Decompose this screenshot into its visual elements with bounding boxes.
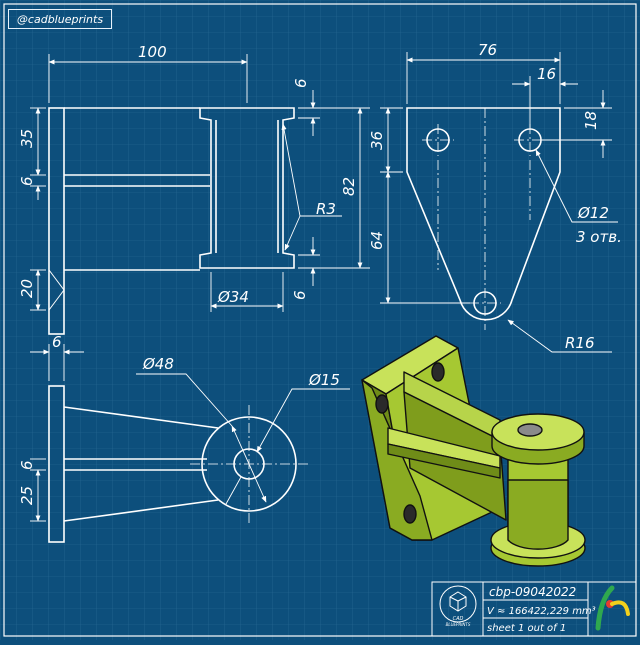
middle-web-side bbox=[387, 443, 501, 479]
dim-r16: R16 bbox=[565, 334, 595, 352]
dim-82: 82 bbox=[340, 177, 358, 196]
boss-outline bbox=[199, 107, 295, 269]
side-dim-text: 76 16 18 36 64 Ø12 3 отв. R16 bbox=[368, 41, 622, 352]
dim-6-rib: 6 bbox=[18, 176, 36, 186]
dim-36: 36 bbox=[368, 131, 386, 150]
leader-phi48 bbox=[136, 373, 233, 427]
dim-100: 100 bbox=[138, 43, 167, 61]
dim-r3: R3 bbox=[316, 200, 336, 218]
dim-line-phi48 bbox=[231, 425, 267, 503]
dim-16: 16 bbox=[537, 65, 556, 83]
boss-outer-circle bbox=[201, 416, 297, 512]
center-lines bbox=[422, 108, 546, 330]
brand-stroke-green bbox=[595, 585, 615, 631]
leader-phi15 bbox=[256, 388, 350, 453]
dim-20: 20 bbox=[18, 279, 36, 298]
leader-phi12 bbox=[535, 149, 618, 223]
leader-phi15-b bbox=[225, 476, 242, 505]
dim-6-plate: 6 bbox=[52, 333, 62, 351]
logo-text-1: CAD bbox=[453, 616, 464, 622]
volume: V ≈ 166422,229 mm³ bbox=[487, 606, 596, 617]
bore-hole bbox=[517, 423, 543, 437]
dim-76: 76 bbox=[478, 41, 497, 59]
logo-ring bbox=[439, 585, 477, 623]
iso-hole-1 bbox=[375, 394, 389, 414]
isometric-part bbox=[361, 335, 586, 567]
plate-edge bbox=[361, 379, 433, 541]
title-block bbox=[431, 581, 637, 637]
dim-phi48: Ø48 bbox=[142, 355, 174, 373]
brand-stroke-yellow bbox=[610, 600, 630, 616]
logo-text-2: BLUEPRINTS bbox=[446, 622, 471, 627]
dim-6-bottom: 6 bbox=[291, 290, 309, 300]
dim-64: 64 bbox=[368, 231, 386, 250]
sheet-number: sheet 1 out of 1 bbox=[487, 623, 566, 634]
brand-mark bbox=[595, 585, 630, 631]
front-dim-text: 100 6 6 82 35 6 20 R3 Ø34 bbox=[18, 43, 358, 306]
title-block-frame bbox=[431, 581, 637, 637]
dim-6-web: 6 bbox=[18, 460, 36, 470]
iso-hole-2 bbox=[431, 362, 445, 382]
rib-line-bottom bbox=[63, 499, 219, 522]
leader-r3-b bbox=[284, 215, 301, 251]
boss-shadow bbox=[507, 479, 569, 550]
top-plate bbox=[48, 385, 65, 543]
leader-r16 bbox=[507, 319, 612, 353]
front-view bbox=[48, 107, 295, 335]
dim-25: 25 bbox=[18, 486, 36, 505]
title-block-text: CAD BLUEPRINTS cbp-09042022 V ≈ 166422,2… bbox=[446, 585, 596, 634]
dim-35: 35 bbox=[18, 129, 36, 148]
dim-phi15: Ø15 bbox=[308, 371, 340, 389]
dim-6-top: 6 bbox=[292, 78, 310, 88]
drawing-number: cbp-09042022 bbox=[489, 585, 576, 599]
dim-phi12: Ø12 bbox=[577, 204, 609, 222]
hidden-edge-b bbox=[48, 289, 65, 311]
hidden-edge-a bbox=[48, 269, 65, 291]
iso-hole-3 bbox=[403, 504, 417, 524]
border bbox=[3, 3, 637, 637]
side-plate-outline bbox=[406, 107, 561, 321]
front-dims bbox=[30, 54, 370, 312]
author-handle: @cadblueprints bbox=[8, 9, 112, 29]
side-dims bbox=[380, 52, 618, 353]
top-dim-text: 6 Ø48 Ø15 6 25 bbox=[18, 333, 340, 505]
mounting-plate bbox=[48, 107, 65, 335]
top-dims bbox=[30, 344, 350, 522]
dim-hole-count: 3 отв. bbox=[576, 228, 622, 246]
dim-18: 18 bbox=[582, 111, 600, 130]
side-view bbox=[406, 107, 561, 330]
rib-line-top bbox=[63, 406, 219, 429]
dim-phi34: Ø34 bbox=[217, 288, 249, 306]
